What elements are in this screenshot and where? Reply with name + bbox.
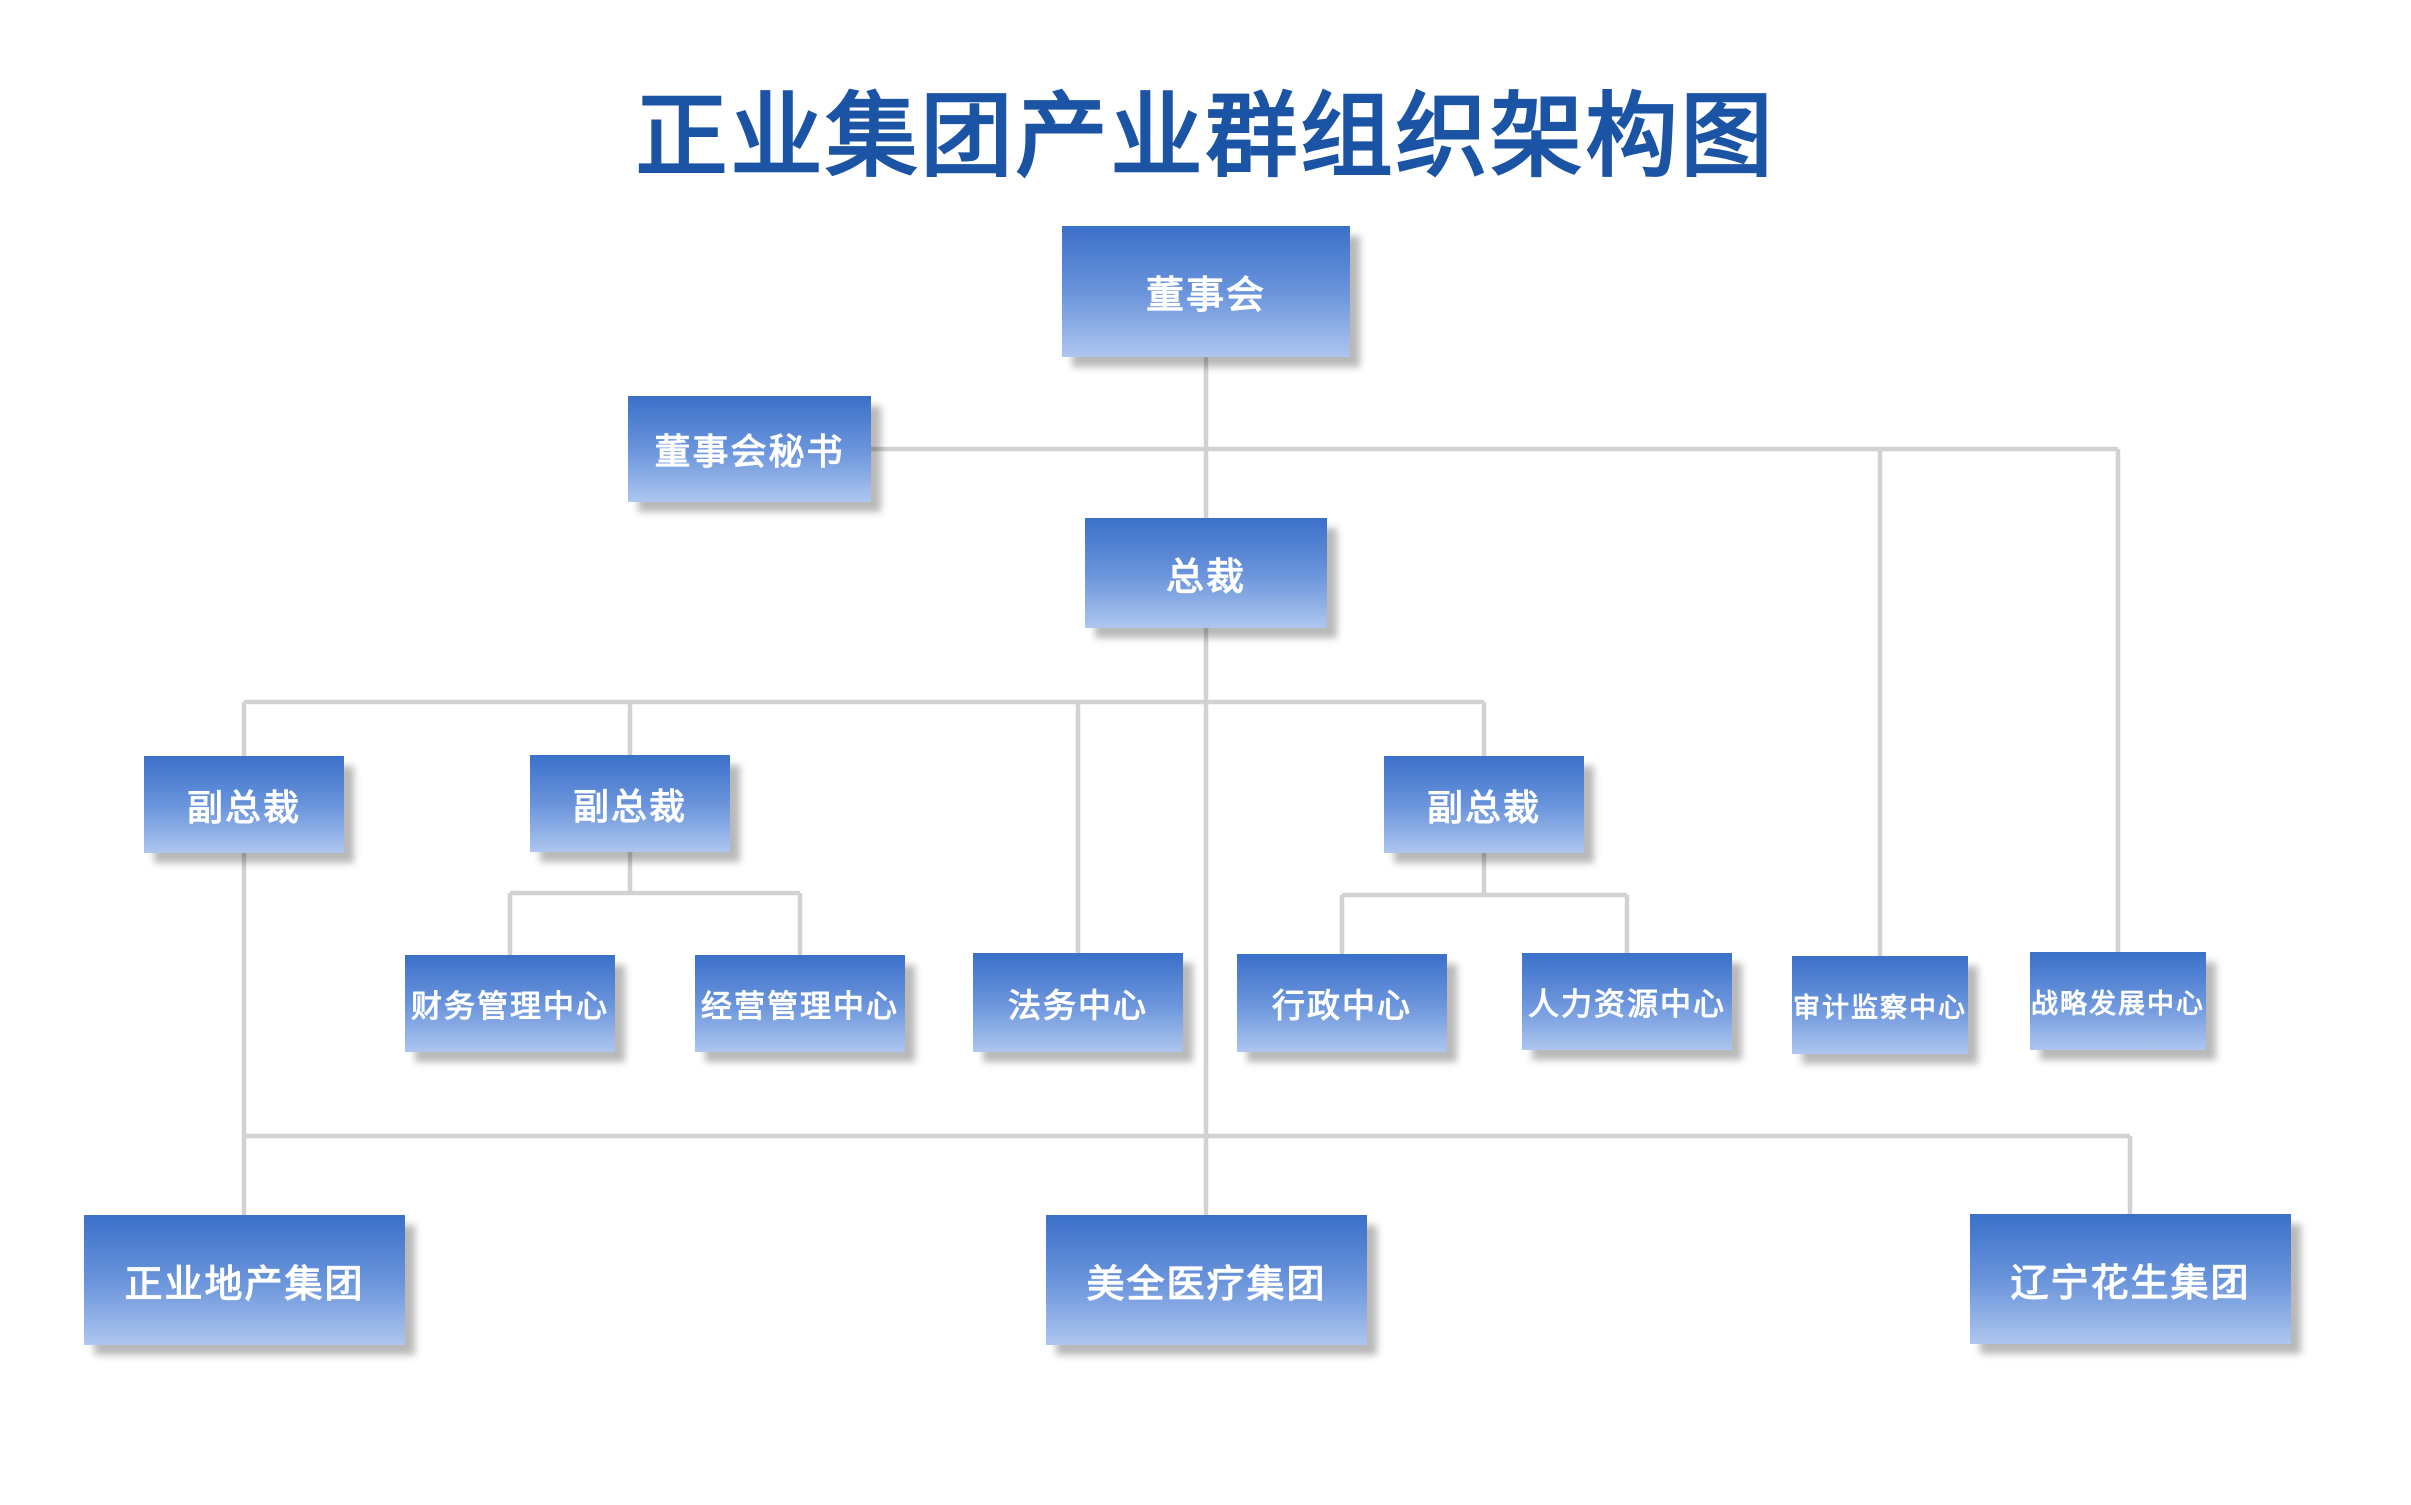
org-node-strategy-center: 战略发展中心	[2030, 952, 2206, 1050]
org-node-vp-right: 副总裁	[1384, 756, 1584, 853]
chart-title: 正业集团产业群组织架构图	[635, 86, 1776, 188]
org-node-board: 董事会	[1062, 226, 1350, 357]
org-node-vp-left: 副总裁	[144, 756, 344, 853]
org-node-board-secretary: 董事会秘书	[628, 396, 871, 502]
org-node-hr-center: 人力资源中心	[1522, 953, 1732, 1050]
org-node-president: 总裁	[1085, 518, 1327, 628]
org-node-realestate-group: 正业地产集团	[84, 1215, 405, 1345]
org-node-legal-center: 法务中心	[973, 953, 1183, 1052]
org-node-operation-center: 经营管理中心	[695, 955, 905, 1052]
org-node-audit-center: 审计监察中心	[1792, 956, 1968, 1054]
org-node-vp-middle: 副总裁	[530, 755, 730, 852]
org-node-admin-center: 行政中心	[1237, 954, 1447, 1052]
org-node-peanut-group: 辽宁花生集团	[1970, 1214, 2291, 1344]
org-node-finance-center: 财务管理中心	[405, 955, 615, 1052]
org-node-medical-group: 美全医疗集团	[1046, 1215, 1367, 1345]
